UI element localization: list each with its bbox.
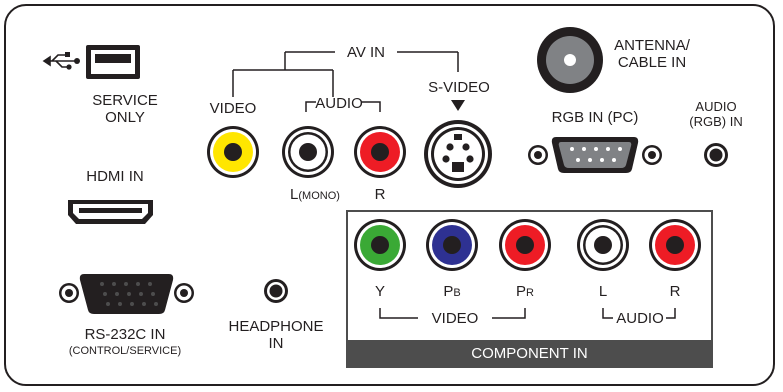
component-brackets — [379, 308, 676, 319]
usb-port[interactable] — [86, 45, 140, 79]
component-in-bar — [346, 340, 713, 368]
av-mono-label: (MONO) — [298, 190, 340, 202]
av-audio-left-jack[interactable] — [282, 126, 334, 178]
antenna-label-line2: CABLE IN — [617, 54, 687, 71]
component-pr-label: PR — [510, 283, 540, 300]
av-left-label: L(MONO) — [285, 186, 345, 203]
component-pr-jack[interactable] — [499, 219, 551, 271]
component-audio-right-jack[interactable] — [649, 219, 701, 271]
svideo-label: S-VIDEO — [428, 79, 490, 96]
audio-rgb-label-line2: (RGB) IN — [689, 114, 743, 129]
service-label-line1: SERVICE — [92, 92, 158, 109]
rs232-port[interactable] — [59, 274, 194, 314]
av-left-letter: L — [290, 186, 299, 203]
component-in-title: COMPONENT IN — [471, 345, 588, 362]
antenna-label-line1: ANTENNA/ — [614, 37, 690, 54]
component-r-label: R — [669, 283, 681, 300]
av-video-jack[interactable] — [207, 126, 259, 178]
svideo-jack[interactable] — [424, 120, 492, 188]
service-label-line2: ONLY — [105, 109, 145, 126]
audio-rgb-jack[interactable] — [704, 143, 728, 167]
av-in-bracket — [232, 51, 459, 112]
component-l-label: L — [598, 283, 608, 300]
rs232-sublabel: (CONTROL/SERVICE) — [68, 345, 182, 357]
rs232-label: RS-232C IN — [84, 326, 166, 343]
av-video-label: VIDEO — [209, 100, 257, 117]
component-pr-sub: R — [526, 287, 534, 299]
component-y-label: Y — [374, 283, 385, 300]
rgb-pc-port[interactable] — [528, 137, 662, 173]
component-audio-label: AUDIO — [616, 310, 664, 327]
component-pb-label: PB — [437, 283, 467, 300]
headphone-jack[interactable] — [264, 279, 288, 303]
hdmi-label: HDMI IN — [86, 168, 144, 185]
component-video-label: VIDEO — [431, 310, 479, 327]
av-audio-label: AUDIO — [315, 95, 363, 112]
headphone-label-line1: HEADPHONE — [228, 318, 324, 335]
component-pr-main: P — [516, 283, 527, 300]
component-pb-main: P — [443, 283, 454, 300]
av-audio-right-jack[interactable] — [354, 126, 406, 178]
hdmi-port[interactable] — [68, 200, 153, 224]
component-pb-jack[interactable] — [426, 219, 478, 271]
component-audio-left-jack[interactable] — [577, 219, 629, 271]
component-pb-sub: B — [453, 287, 461, 299]
av-in-label: AV IN — [346, 44, 386, 61]
antenna-jack[interactable] — [537, 27, 603, 93]
component-y-jack[interactable] — [354, 219, 406, 271]
audio-rgb-label-line1: AUDIO — [695, 99, 737, 114]
av-right-label: R — [374, 186, 386, 203]
headphone-label-line2: IN — [268, 335, 284, 352]
svideo-arrow-icon — [451, 100, 465, 111]
rgb-pc-label: RGB IN (PC) — [551, 109, 639, 126]
usb-icon — [42, 52, 80, 70]
